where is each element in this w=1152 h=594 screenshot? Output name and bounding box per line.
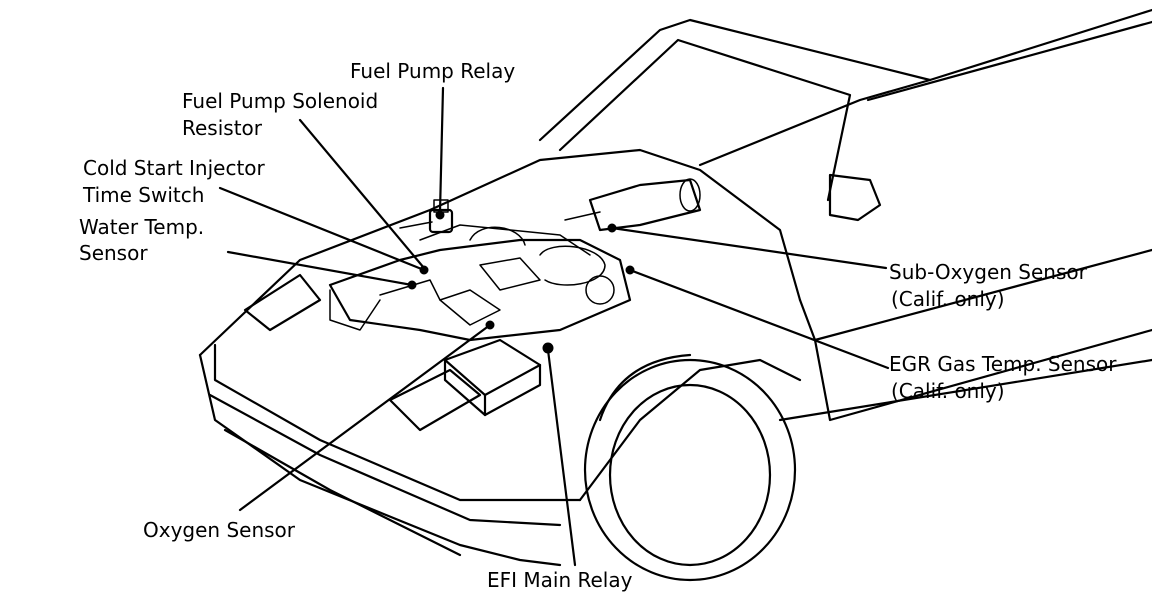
label-cold-start-injector: Cold Start Injector <box>83 156 265 180</box>
leader-fuel-pump-relay <box>438 86 445 214</box>
label-fuel-pump-solenoid: Fuel Pump Solenoid <box>182 89 379 113</box>
leader-lines <box>218 86 890 567</box>
label-egr-gas-temp-sensor: EGR Gas Temp. Sensor <box>889 352 1117 376</box>
label-water-temp-sensor: Sensor <box>79 241 148 265</box>
label-time-switch: Time Switch <box>83 183 205 207</box>
leader-efi-main-relay <box>546 348 577 567</box>
leader-fuel-pump-solenoid-resistor <box>298 118 426 270</box>
label-resistor: Resistor <box>182 116 262 140</box>
label-efi-main-relay: EFI Main Relay <box>487 568 633 592</box>
label-oxygen-sensor: Oxygen Sensor <box>143 518 296 542</box>
label-egr-calif: (Calif. only) <box>891 379 1005 403</box>
leader-oxygen-sensor <box>238 323 492 512</box>
label-sub-oxygen-calif: (Calif. only) <box>891 287 1005 311</box>
label-fuel-pump-relay: Fuel Pump Relay <box>350 59 516 83</box>
leader-sub-oxygen-sensor <box>610 226 888 270</box>
leader-egr-gas-temp-sensor <box>628 268 890 370</box>
label-sub-oxygen-sensor: Sub-Oxygen Sensor <box>889 260 1087 284</box>
leader-cold-start-injector <box>218 186 426 272</box>
label-water-temp: Water Temp. <box>79 215 205 239</box>
leader-water-temp-sensor <box>226 250 414 287</box>
engine-components <box>328 178 702 417</box>
